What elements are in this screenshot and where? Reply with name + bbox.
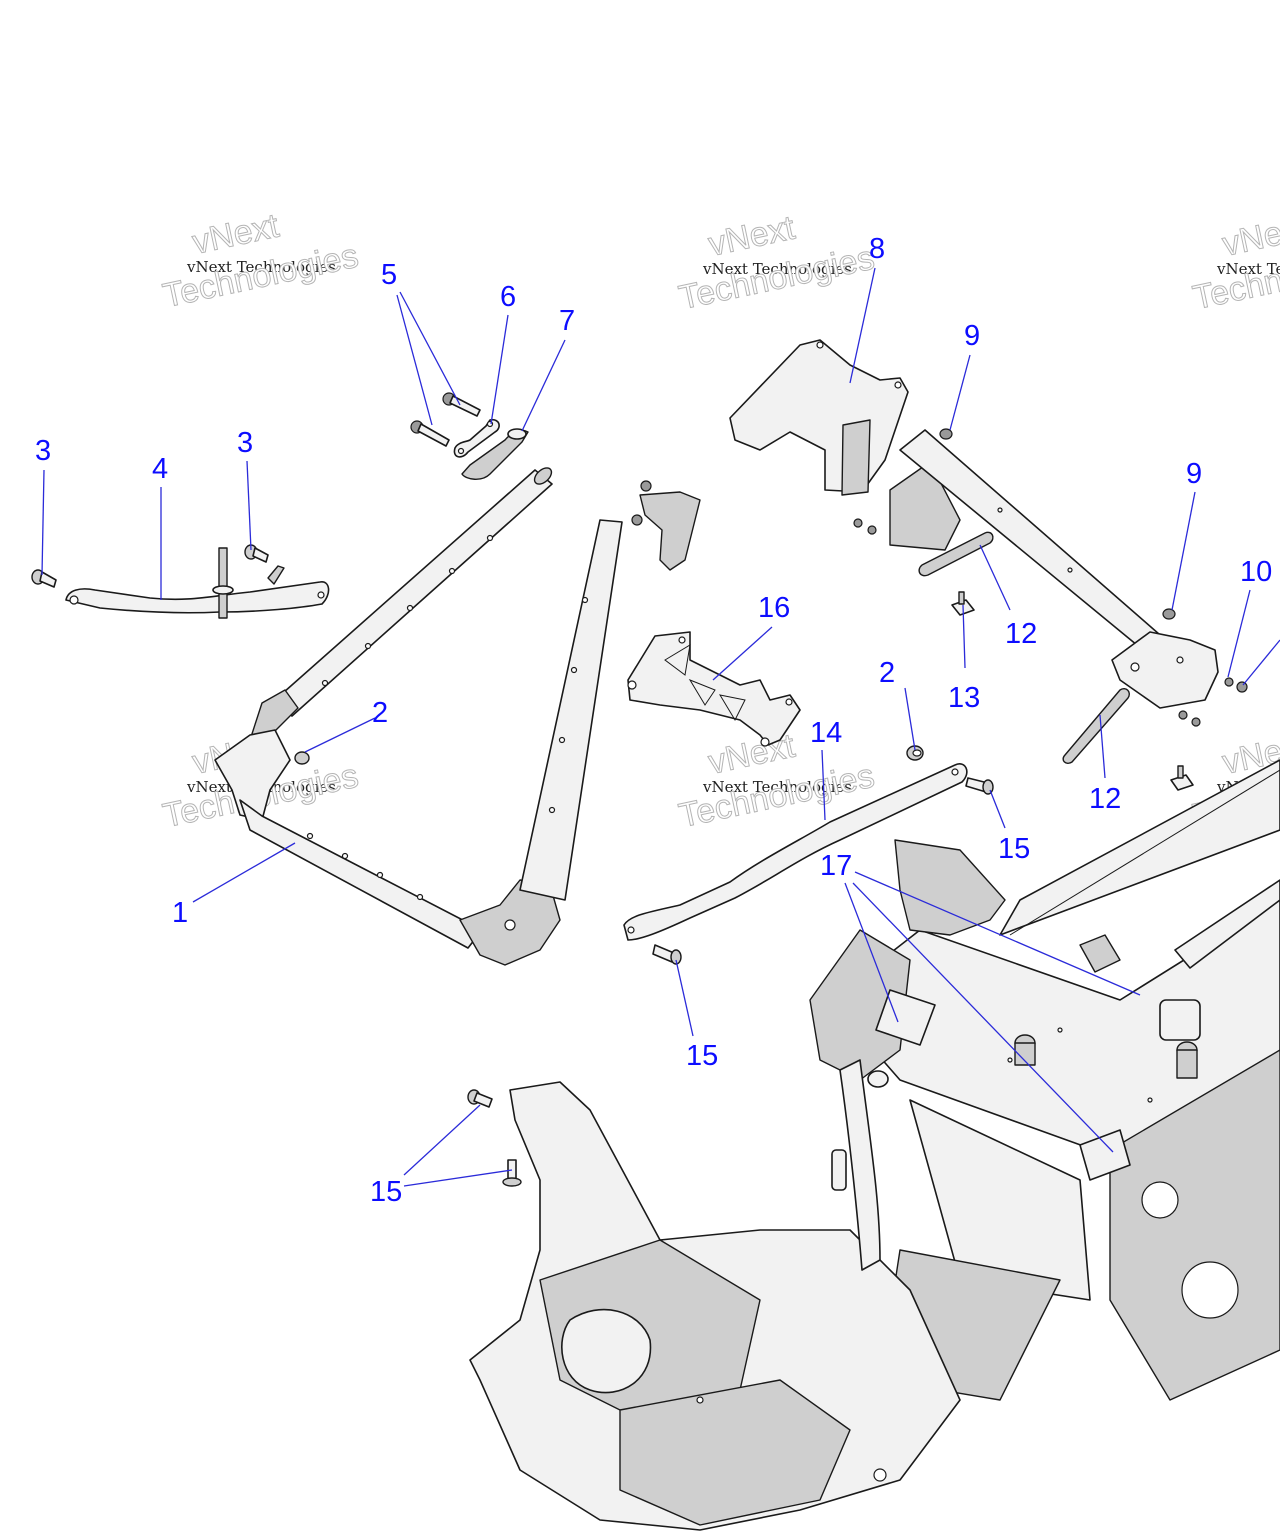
callout-15: 15 bbox=[686, 1040, 718, 1072]
watermark-outline: Technologies bbox=[676, 239, 878, 317]
callout-10: 10 bbox=[1240, 556, 1272, 588]
part-8-upper-frame bbox=[729, 339, 1219, 709]
callout-6: 6 bbox=[500, 281, 516, 313]
watermark-text: vNext Technologies bbox=[186, 258, 336, 276]
callout-5: 5 bbox=[381, 259, 397, 291]
part-14-support-brace bbox=[623, 763, 968, 941]
watermark: vNext vNext Technologies Technologies bbox=[159, 206, 362, 316]
callout-16: 16 bbox=[758, 592, 790, 624]
leader-lines bbox=[41, 267, 1280, 1187]
part-12-retainer-strip bbox=[1062, 688, 1130, 764]
callout-3: 3 bbox=[237, 427, 253, 459]
callout-15: 15 bbox=[370, 1176, 402, 1208]
part-15-bolt bbox=[652, 944, 682, 965]
part-16-mounting-bracket bbox=[627, 631, 801, 747]
part-15-bolt bbox=[502, 1159, 522, 1187]
part-5-bolt bbox=[442, 392, 481, 417]
callout-4: 4 bbox=[152, 453, 168, 485]
callout-13: 13 bbox=[948, 682, 980, 714]
watermark-text: vNext Technologies bbox=[702, 260, 852, 278]
callout-1: 1 bbox=[172, 897, 188, 929]
part-1-frame-tube bbox=[214, 467, 623, 966]
stud-plate bbox=[1170, 765, 1194, 791]
part-6-link-plate bbox=[453, 418, 500, 458]
callout-3: 3 bbox=[35, 435, 51, 467]
part-5-bolt bbox=[410, 420, 450, 447]
part-12-retainer-strip bbox=[918, 531, 994, 577]
part-15-bolt bbox=[965, 777, 994, 795]
watermarks: vNext vNext Technologies Technologies vN… bbox=[159, 206, 1280, 836]
watermark-prefix: vNext bbox=[705, 209, 798, 264]
callout-2: 2 bbox=[372, 697, 388, 729]
callout-12: 12 bbox=[1089, 783, 1121, 815]
part-4-cross-brace bbox=[65, 547, 330, 619]
part-3-bolt bbox=[31, 569, 57, 588]
watermark-outline: Technologies bbox=[160, 237, 362, 315]
tube-clamp-bracket bbox=[631, 480, 701, 571]
part-2-nut bbox=[294, 751, 310, 765]
watermark-prefix: vNext bbox=[189, 207, 282, 262]
small-nuts bbox=[853, 518, 1201, 727]
callout-15: 15 bbox=[998, 833, 1030, 865]
part-9-nut bbox=[939, 428, 953, 440]
callout-14: 14 bbox=[810, 717, 842, 749]
watermark-prefix: vNext bbox=[705, 727, 798, 782]
watermark: vNext vNext Technologies Technologies bbox=[1189, 208, 1280, 318]
part-2-nut bbox=[906, 745, 924, 761]
main-chassis bbox=[469, 759, 1280, 1531]
part-9-nut bbox=[1162, 608, 1176, 620]
callout-9: 9 bbox=[964, 320, 980, 352]
callout-12: 12 bbox=[1005, 618, 1037, 650]
watermark-text: vNext Technologies bbox=[1216, 260, 1280, 278]
callout-9: 9 bbox=[1186, 458, 1202, 490]
callout-17: 17 bbox=[820, 850, 852, 882]
callout-7: 7 bbox=[559, 305, 575, 337]
callout-8: 8 bbox=[869, 233, 885, 265]
part-3-bolt bbox=[244, 544, 269, 563]
watermark-text: vNext Technologies bbox=[702, 778, 852, 796]
watermark-prefix: vNext bbox=[1219, 209, 1280, 264]
callouts: 1 2 2 3 3 4 5 6 7 8 9 9 10 12 12 13 14 1… bbox=[35, 233, 1272, 1208]
part-10-nut bbox=[1224, 677, 1248, 693]
part-7-clamp-bracket bbox=[461, 428, 529, 480]
part-15-bolt bbox=[467, 1089, 493, 1108]
watermark: vNext vNext Technologies Technologies bbox=[675, 208, 878, 318]
callout-2: 2 bbox=[879, 657, 895, 689]
